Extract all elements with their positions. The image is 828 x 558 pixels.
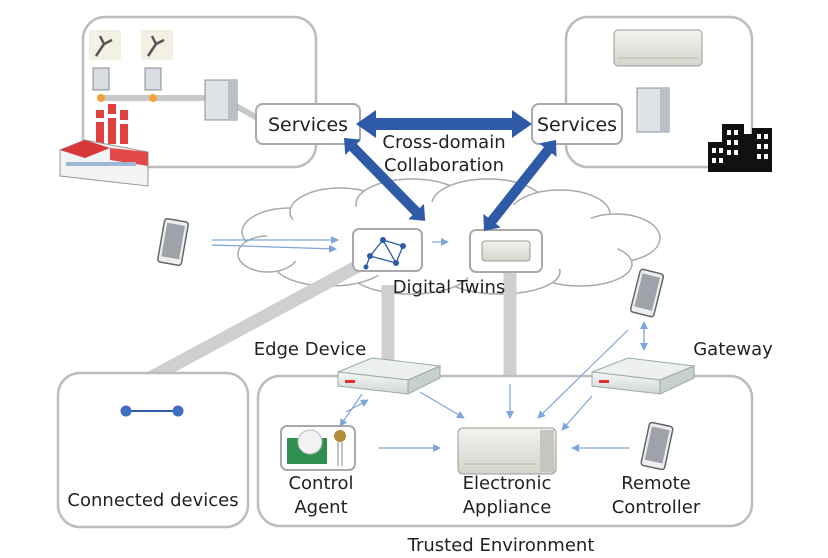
smartphone-left-icon xyxy=(157,217,189,267)
collaboration-label-line2: Collaboration xyxy=(384,155,504,176)
control-agent-label-line2: Agent xyxy=(294,497,347,518)
appliance-label-line1: Electronic xyxy=(463,473,552,494)
trusted-environment-label: Trusted Environment xyxy=(407,535,595,556)
gateway-icon xyxy=(591,357,696,395)
factory-network-icons xyxy=(89,30,270,127)
remote-controller-label-line2: Controller xyxy=(612,497,701,518)
collaboration-label-line1: Cross-domain xyxy=(382,132,505,153)
services-right-label: Services xyxy=(537,114,617,136)
building-icon xyxy=(708,124,772,172)
smartphone-gateway-icon xyxy=(629,268,665,318)
gateway-label: Gateway xyxy=(693,339,773,360)
edge-device-icon xyxy=(337,357,442,395)
edge-device-label: Edge Device xyxy=(254,339,367,360)
connected-devices-box xyxy=(56,371,250,529)
remote-controller-icon xyxy=(640,421,674,471)
gray-link-bars xyxy=(146,259,517,384)
building-domain-icons xyxy=(613,29,703,133)
control-agent-label-line1: Control xyxy=(288,473,353,494)
connected-devices-icon xyxy=(120,405,184,417)
factory-icon xyxy=(59,104,149,187)
remote-controller-label-line1: Remote xyxy=(621,473,690,494)
digital-twins-label: Digital Twins xyxy=(393,277,506,298)
sensor-board-icon xyxy=(287,429,346,466)
network-graph-icon xyxy=(363,237,406,270)
connected-devices-label: Connected devices xyxy=(67,490,238,511)
light-arrows xyxy=(211,236,648,452)
services-left-label: Services xyxy=(268,114,348,136)
appliance-label-line2: Appliance xyxy=(463,497,552,518)
collaboration-arrows xyxy=(344,110,557,231)
digital-twin-network-box xyxy=(352,228,423,272)
appliance-twin-icon xyxy=(481,240,531,262)
electronic-appliance-icon xyxy=(457,427,557,475)
